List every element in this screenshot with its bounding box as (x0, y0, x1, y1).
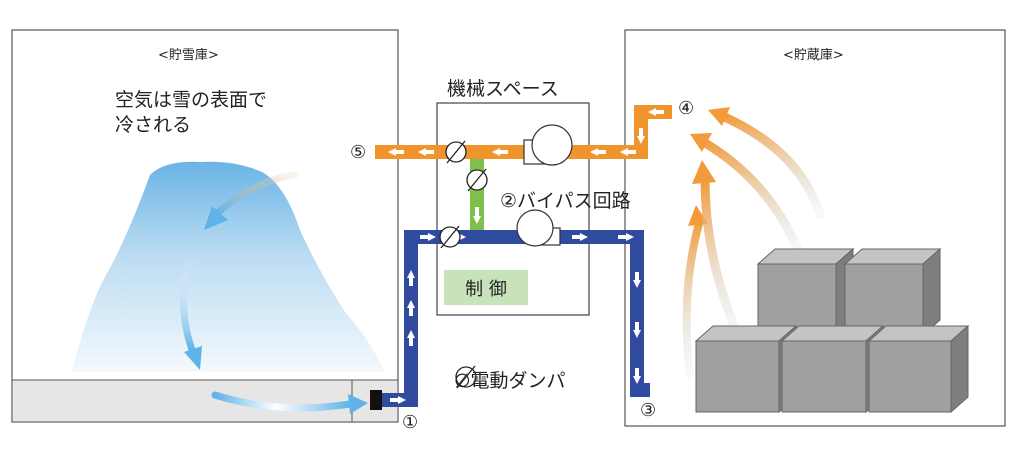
snow-pile (72, 161, 385, 372)
bypass-circuit-label: ②バイパス回路 (500, 190, 631, 212)
damper-supply-icon (439, 225, 461, 249)
return-flow-arrows (388, 108, 664, 156)
air-flow-arc-top (211, 171, 299, 219)
air-flow-arc-bottom (211, 391, 354, 412)
machine-space-title: 機械スペース (447, 78, 559, 100)
snow-room-description-line2: 冷される (115, 114, 192, 136)
damper-legend-label: ∅電動ダンパ (454, 370, 566, 392)
snow-room-title: <貯雪庫> (158, 48, 219, 63)
air-arrowhead-top (204, 206, 228, 230)
point-1-label: ① (402, 412, 419, 433)
bypass-flow-arrows (473, 207, 481, 224)
storage-room-title: <貯蔵庫> (783, 48, 844, 63)
point-5-label: ⑤ (350, 142, 367, 163)
air-arrowhead-middle (184, 346, 202, 370)
air-arrowhead-bottom (348, 394, 368, 414)
control-box: 制 御 (444, 270, 528, 305)
control-label: 制 御 (465, 278, 507, 300)
point-4-label: ④ (678, 98, 695, 119)
supply-fan (516, 209, 561, 247)
air-flow-arc-middle (180, 251, 196, 354)
damper-bypass-icon (466, 168, 488, 192)
supply-flow-arrows (390, 233, 641, 404)
damper-legend-icon (455, 365, 477, 389)
point-3-label: ③ (640, 400, 657, 421)
air-inlet-block (370, 390, 382, 410)
damper-return-icon (445, 140, 467, 164)
warm-air-flow (682, 107, 825, 379)
return-fan (523, 124, 573, 166)
snow-room-floor (11, 379, 399, 423)
snow-room-description-line1: 空気は雪の表面で (115, 89, 268, 111)
cargo-boxes (694, 247, 970, 414)
